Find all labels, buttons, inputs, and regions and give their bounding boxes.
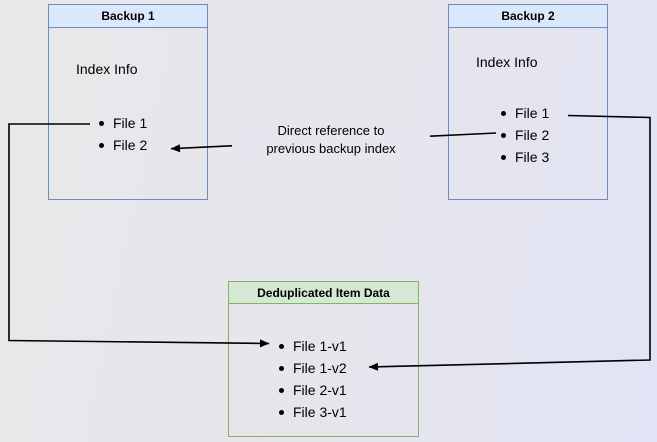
bullet-icon [501,132,506,138]
list-item: File 3 [501,146,549,168]
backup1-title: Backup 1 [49,5,207,28]
bullet-icon [99,120,104,126]
list-item: File 2 [99,134,147,156]
list-item: File 1-v2 [279,357,347,379]
edge-label-line1: Direct reference to [277,123,385,138]
list-item-label: File 3-v1 [293,404,347,420]
list-item: File 2-v1 [279,379,347,401]
list-item: File 1 [501,102,549,124]
bullet-icon [501,154,506,160]
list-item-label: File 2 [515,127,550,143]
backup1-node: Backup 1 Index Info File 1 File 2 [48,4,208,200]
list-item: File 1 [99,112,147,134]
list-item-label: File 1 [113,115,148,131]
dedup-file-list: File 1-v1 File 1-v2 File 2-v1 File 3-v1 [279,335,347,423]
list-item-label: File 1 [515,105,550,121]
backup2-title: Backup 2 [449,5,607,28]
edge-label-line2: previous backup index [266,141,396,156]
list-item-label: File 1-v2 [293,360,347,376]
bullet-icon [279,387,284,393]
backup2-node: Backup 2 Index Info File 1 File 2 File 3 [448,4,608,200]
edge-label-direct-reference: Direct reference to previous backup inde… [232,121,430,159]
bullet-icon [279,365,284,371]
list-item-label: File 3 [515,149,550,165]
list-item-label: File 2 [113,137,148,153]
bullet-icon [279,409,284,415]
dedup-node: Deduplicated Item Data File 1-v1 File 1-… [228,281,419,437]
list-item: File 1-v1 [279,335,347,357]
list-item: File 2 [501,124,549,146]
list-item: File 3-v1 [279,401,347,423]
list-item-label: File 2-v1 [293,382,347,398]
bullet-icon [99,142,104,148]
backup1-subtitle: Index Info [76,61,138,77]
bullet-icon [279,343,284,349]
dedup-title: Deduplicated Item Data [229,282,418,304]
backup2-file-list: File 1 File 2 File 3 [501,102,549,168]
backup2-subtitle: Index Info [476,54,538,70]
backup1-file-list: File 1 File 2 [99,112,147,156]
list-item-label: File 1-v1 [293,338,347,354]
bullet-icon [501,110,506,116]
